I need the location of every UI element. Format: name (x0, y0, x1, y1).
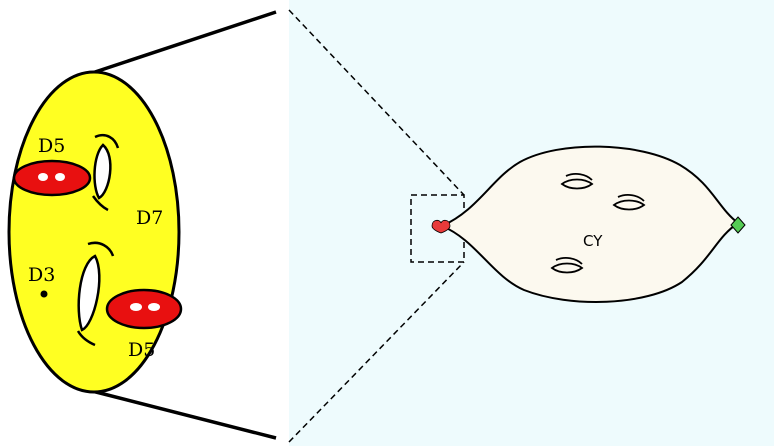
zoom-line-bottom (288, 261, 465, 443)
label-d5-bottom: D5 (128, 339, 155, 361)
lower-hole-rim-lower (76, 330, 96, 347)
d5-top-hole-left (38, 173, 48, 181)
lower-hole-rim (87, 241, 115, 257)
upper-hole-rim-lower (91, 195, 109, 212)
label-d3: D3 (28, 264, 55, 286)
cy-handle-3 (550, 257, 584, 274)
d3-point (40, 290, 48, 298)
cone-line-bottom (91, 389, 277, 440)
label-d7: D7 (136, 207, 163, 229)
label-cy: CY (583, 232, 603, 250)
upper-hole-rim (94, 133, 120, 149)
cy-handle-2 (612, 194, 646, 211)
zoom-line-top (288, 9, 465, 196)
label-d5-top: D5 (38, 135, 65, 157)
upper-hole (93, 143, 112, 200)
d5-intersection-bottom (105, 288, 183, 330)
d5-bottom-hole-left (130, 303, 142, 311)
lower-hole (77, 254, 101, 332)
d5-bottom-hole-right (148, 303, 160, 311)
d5-intersection-top (12, 159, 92, 197)
calabi-yau-space (439, 145, 740, 303)
right-endpoint-marker (730, 216, 746, 234)
cone-line-top (91, 10, 277, 75)
cy-handle-1 (560, 173, 594, 190)
d5-top-hole-right (55, 173, 65, 181)
left-endpoint-marker (431, 219, 451, 234)
